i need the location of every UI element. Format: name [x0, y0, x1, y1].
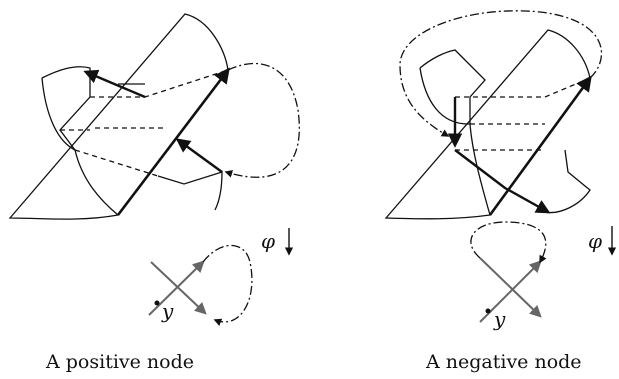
left-dashdot-loop — [224, 62, 300, 178]
right-phi-label: φ — [588, 229, 602, 253]
left-thick-arrow-3 — [175, 138, 223, 173]
right-wing-sheet — [419, 49, 491, 216]
right-flow-indicator: φ — [588, 226, 617, 256]
left-wing-sheet — [41, 66, 119, 216]
left-y-label: y — [161, 299, 174, 323]
left-flow-indicator: φ — [261, 228, 294, 256]
left-crossing-schematic: y — [148, 245, 253, 326]
left-main-sheet — [8, 13, 229, 220]
negative-node-figure — [384, 10, 603, 220]
negative-node-caption: A negative node — [425, 351, 582, 373]
positive-node-caption: A positive node — [45, 351, 194, 373]
right-y-label: y — [493, 307, 506, 331]
positive-node-figure — [8, 13, 300, 220]
left-thick-arrow-2 — [83, 69, 146, 99]
right-crossing-schematic: y — [470, 221, 547, 331]
right-thick-arrow-1 — [488, 75, 592, 216]
left-thick-arrow-1 — [116, 67, 230, 216]
left-phi-label: φ — [261, 229, 275, 253]
right-thick-arrow-2 — [454, 149, 551, 214]
right-dashdot-loop — [399, 10, 603, 137]
right-right-sheet — [544, 149, 591, 214]
